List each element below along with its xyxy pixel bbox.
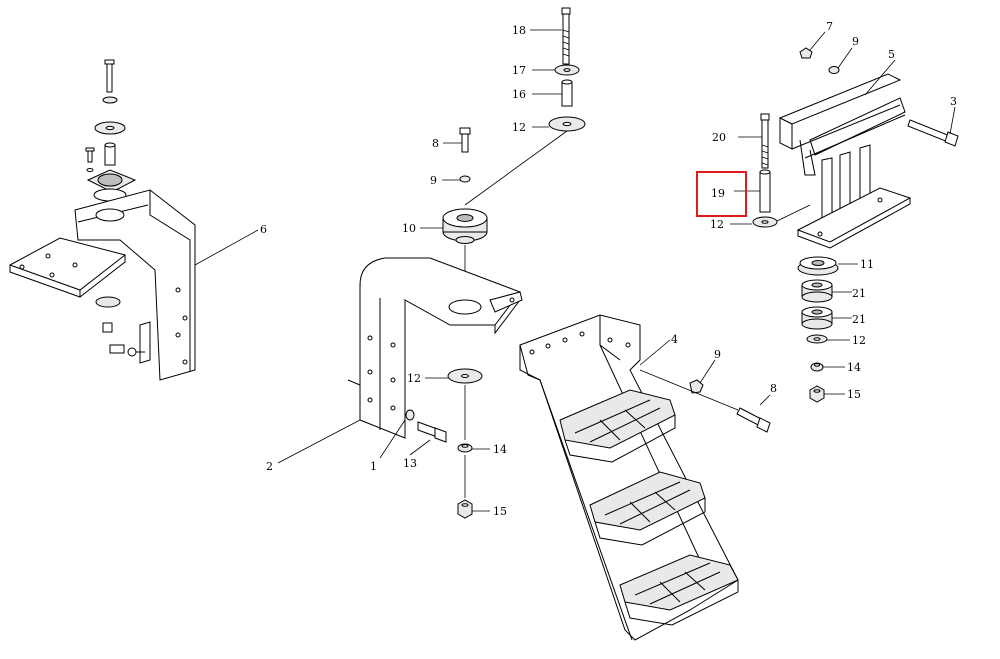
callout-4: 4 xyxy=(671,333,678,346)
callout-17: 17 xyxy=(512,64,526,77)
highlight-box-19 xyxy=(696,171,747,217)
callout-21-a: 21 xyxy=(852,287,866,300)
center-bolt-stack: 18 17 16 12 8 9 10 xyxy=(402,7,586,519)
callout-18: 18 xyxy=(512,24,526,37)
callout-12-c: 12 xyxy=(710,218,724,231)
callout-6: 6 xyxy=(260,223,267,236)
callout-9-b: 9 xyxy=(714,348,721,361)
callout-8-a: 8 xyxy=(432,137,439,150)
callout-20: 20 xyxy=(712,131,726,144)
callout-15-a: 15 xyxy=(493,505,507,518)
callout-19: 19 xyxy=(711,187,725,200)
callout-9-a: 9 xyxy=(430,174,437,187)
step-ladder: 4 9 8 xyxy=(519,314,777,641)
callout-13: 13 xyxy=(403,457,417,470)
callout-21-b: 21 xyxy=(852,313,866,326)
callout-16: 16 xyxy=(512,88,526,101)
callout-12-b: 12 xyxy=(407,372,421,385)
callout-9-c: 9 xyxy=(852,35,859,48)
callout-11: 11 xyxy=(860,258,874,271)
callout-12-a: 12 xyxy=(512,121,526,134)
callout-2: 2 xyxy=(266,460,273,473)
callout-5: 5 xyxy=(888,48,895,61)
callout-8-b: 8 xyxy=(770,382,777,395)
center-bracket: 2 1 13 xyxy=(266,257,523,473)
callout-14-b: 14 xyxy=(847,361,861,374)
callout-3: 3 xyxy=(950,95,957,108)
callout-1: 1 xyxy=(370,460,377,473)
callout-10: 10 xyxy=(402,222,416,235)
right-mount-assembly: 7 9 5 3 20 xyxy=(696,20,959,403)
callout-7: 7 xyxy=(826,20,833,33)
callout-15-b: 15 xyxy=(847,388,861,401)
left-mount-assembly: 6 xyxy=(8,59,267,381)
callout-14-a: 14 xyxy=(493,443,507,456)
callout-12-d: 12 xyxy=(852,334,866,347)
